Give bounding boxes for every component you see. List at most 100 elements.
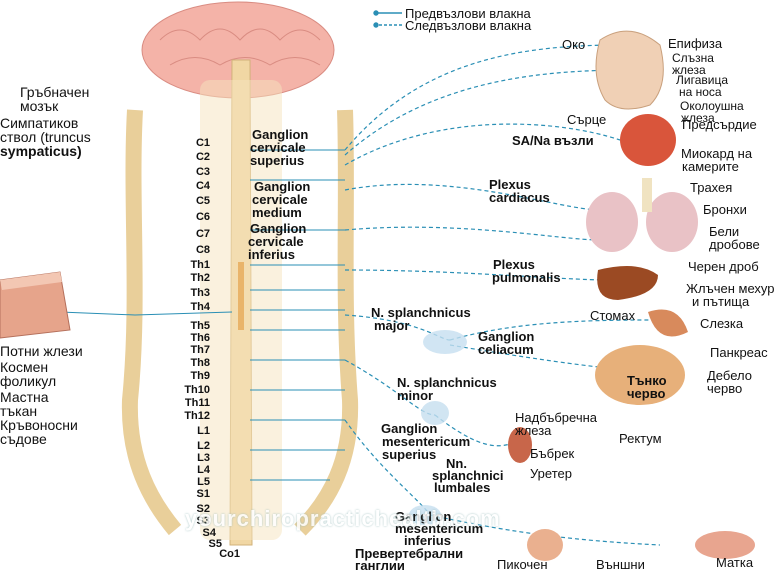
organ-small-intestine-2: черво <box>627 386 666 401</box>
segment-c5: C5 <box>195 195 210 207</box>
splanchnici-lumbales-1: Nn. <box>446 456 467 471</box>
organ-lungs-1: Бели <box>709 224 740 239</box>
prevertebral-2: ганглии <box>355 558 405 573</box>
mesentericum-superius-3: superius <box>382 447 437 462</box>
segment-c4: C4 <box>195 180 210 192</box>
segment-th1: Th1 <box>190 259 210 271</box>
organ-myocard-1: Миокард на <box>681 146 753 161</box>
mesentericum-inferius-3: inferius <box>404 533 451 548</box>
organ-rectum: Ректум <box>619 431 662 446</box>
spinal-cord-illustration <box>200 59 282 546</box>
segment-l3: L3 <box>197 452 210 464</box>
label-trunk-3: sympaticus) <box>0 143 82 159</box>
organ-eye: Око <box>562 37 586 52</box>
organ-spleen: Слезка <box>700 316 744 331</box>
segment-th8: Th8 <box>190 357 210 369</box>
segment-l5: L5 <box>197 476 210 488</box>
mesentericum-inferius-2: mesentericum <box>395 521 484 536</box>
segment-th12: Th12 <box>184 410 210 422</box>
organ-liver: Черен дроб <box>688 259 759 274</box>
segment-l4: L4 <box>197 464 210 476</box>
ganglion-cs-1: Ganglion <box>252 127 309 142</box>
label-spinal-cord-1: Гръбначен <box>20 84 90 100</box>
segment-c7: C7 <box>195 228 210 240</box>
segment-s2: S2 <box>196 503 210 515</box>
organ-lacrimal-1: Слъзна <box>672 51 714 65</box>
organ-nasal-2: на носа <box>679 85 722 99</box>
plexus-pulmonalis-1: Plexus <box>493 257 535 272</box>
label-trunk-1: Симпатиков <box>0 115 79 131</box>
organ-adrenal-2: жлеза <box>515 423 552 438</box>
segment-th10: Th10 <box>184 384 210 396</box>
label-skin-7: съдове <box>0 431 47 447</box>
skin-illustration <box>0 271 71 339</box>
organ-adrenal-1: Надбъбречна <box>515 410 597 425</box>
organ-gallbladder-2: и пътища <box>692 294 750 309</box>
legend-preganglionic: Предвъзлови влакна <box>405 6 531 21</box>
organ-atria: Предсърдие <box>682 117 757 132</box>
splanchnici-lumbales-3: lumbales <box>434 480 491 495</box>
segment-s3: S3 <box>196 515 210 527</box>
mesentericum-superius-2: mesentericum <box>382 434 471 449</box>
label-skin-6: Кръвоносни <box>0 417 78 433</box>
organ-external: Външни <box>596 557 645 572</box>
plexus-pulmonalis-2: pulmonalis <box>492 270 561 285</box>
watermark: yourchiropractichealth.com <box>185 506 501 531</box>
segment-s4: S4 <box>202 527 216 539</box>
organ-gallbladder-1: Жлъчен мехур <box>686 281 775 296</box>
segment-th4: Th4 <box>190 301 210 313</box>
segment-l2: L2 <box>197 440 210 452</box>
organ-myocard-2: камерите <box>682 159 739 174</box>
mesentericum-inferius-1: Ganglion <box>395 509 452 524</box>
segment-th3: Th3 <box>190 287 210 299</box>
label-trunk-2: ствол (truncus <box>0 129 91 145</box>
organ-lungs-2: дробове <box>709 237 760 252</box>
segment-th9: Th9 <box>190 370 210 382</box>
brain-illustration <box>141 1 335 99</box>
label-skin-2: Космен <box>0 359 49 375</box>
organ-nasal-1: Лигавица <box>676 73 728 87</box>
organ-pineal: Епифиза <box>668 36 723 51</box>
splanchnici-lumbales-2: splanchnici <box>432 468 504 483</box>
label-skin-3: фоликул <box>0 373 57 389</box>
segment-l1: L1 <box>197 425 210 437</box>
organ-small-intestine-1: Тънко <box>627 373 667 388</box>
segment-th11: Th11 <box>184 397 210 409</box>
plexus-cardiacus-1: Plexus <box>489 177 531 192</box>
segment-s1: S1 <box>196 488 210 500</box>
ganglion-cs-3: superius <box>250 153 305 168</box>
label-skin-5: тъкан <box>0 403 38 419</box>
mesentericum-superius-1: Ganglion <box>381 421 438 436</box>
segment-c3: C3 <box>195 166 210 178</box>
segment-s5: S5 <box>208 538 222 550</box>
organ-trachea: Трахея <box>690 180 733 195</box>
segment-th5: Th5 <box>190 320 210 332</box>
organ-heart: Сърце <box>567 112 607 127</box>
organ-bronchi: Бронхи <box>703 202 747 217</box>
organ-lacrimal-2: жлеза <box>672 63 706 77</box>
organ-bladder: Пикочен <box>497 557 548 572</box>
splanchnicus-minor-2: minor <box>397 388 434 403</box>
organ-colon-1: Дебело <box>707 368 752 383</box>
ganglion-cs-2: cervicale <box>250 140 306 155</box>
organ-parotid-1: Околоушна <box>680 99 744 113</box>
ganglion-cm-2: cervicale <box>252 192 308 207</box>
legend-postganglionic: Следвъзлови влакна <box>405 18 532 33</box>
plexus-cardiacus-2: cardiacus <box>489 190 550 205</box>
segment-th6: Th6 <box>190 332 210 344</box>
prevertebral-1: Превертебрални <box>355 546 464 561</box>
segment-c1: C1 <box>195 137 210 149</box>
splanchnicus-minor-1: N. splanchnicus <box>397 375 497 390</box>
label-spinal-cord-2: мозък <box>20 98 59 114</box>
ganglion-celiacum-1: Ganglion <box>478 329 535 344</box>
sympathetic-chain <box>121 109 359 536</box>
segment-th7: Th7 <box>190 344 210 356</box>
segment-co1: Co1 <box>219 548 240 560</box>
organ-colon-2: черво <box>707 381 743 396</box>
organ-kidney: Бъбрек <box>530 446 575 461</box>
segment-th2: Th2 <box>190 272 210 284</box>
organ-parotid-2: жлеза <box>681 111 715 125</box>
organ-ureter: Уретер <box>530 466 572 481</box>
ganglion-ci-1: Ganglion <box>250 221 307 236</box>
